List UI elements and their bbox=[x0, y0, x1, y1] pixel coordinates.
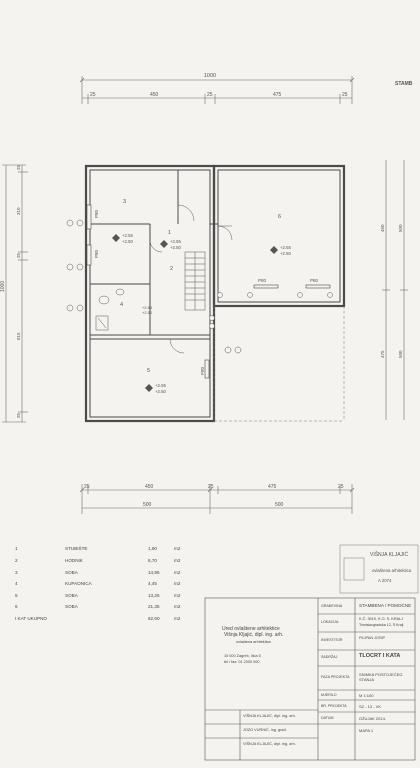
room-number-1: 1 bbox=[168, 230, 171, 236]
dim-right-b: 500 bbox=[398, 224, 403, 232]
office-name: Ured ovlaštene arhitektice bbox=[222, 626, 280, 632]
label-faza: FAZA PROJEKTA bbox=[321, 675, 350, 679]
dim-left-d: 615 bbox=[16, 332, 21, 340]
room-number-4: 4 bbox=[120, 302, 123, 308]
dim-bottom-c: 25 bbox=[208, 484, 214, 490]
svg-text:+2.50: +2.50 bbox=[142, 310, 153, 315]
dimension-lines-right bbox=[382, 160, 408, 420]
window-label-3: P80 bbox=[258, 278, 267, 283]
table-row: 3 SOBA 14,95 m2 bbox=[15, 570, 181, 575]
dimension-lines-left bbox=[2, 164, 28, 423]
signer-3: VIŠNJA KLJAJIĆ, dipl. ing. arh. bbox=[243, 742, 296, 746]
stamp-name: VIŠNJA KLJAJIĆ bbox=[370, 551, 408, 558]
total-row: I KAT UKUPNO 62,60 m2 bbox=[15, 616, 181, 621]
svg-text:+2.50: +2.50 bbox=[155, 389, 166, 394]
dim-bottom-e: 25 bbox=[338, 484, 344, 490]
inner-walls bbox=[89, 169, 341, 418]
value-investor-addr: Tomislavgradska 12, S.Kralj bbox=[359, 623, 404, 627]
dim-top-c: 25 bbox=[207, 92, 213, 98]
svg-text:+2.50: +2.50 bbox=[122, 239, 133, 244]
svg-text:+2.55: +2.55 bbox=[280, 245, 291, 250]
room-number-3: 3 bbox=[123, 199, 126, 205]
svg-text:+2.55: +2.55 bbox=[122, 233, 133, 238]
architect-role: ovlaštena arhitektica bbox=[236, 640, 271, 644]
wall-markers bbox=[66, 219, 333, 354]
svg-text:+2.50: +2.50 bbox=[280, 251, 291, 256]
room-number-5: 5 bbox=[147, 368, 150, 374]
window-label-4: P80 bbox=[310, 278, 319, 283]
dim-left-c: 25 bbox=[16, 252, 21, 258]
dim-right-d: 500 bbox=[398, 350, 403, 358]
value-sadrzaj: TLOCRT I KATA bbox=[359, 653, 401, 659]
svg-text:+2.55: +2.55 bbox=[142, 305, 153, 310]
dim-left-total: 1000 bbox=[0, 281, 6, 292]
staircase bbox=[184, 251, 206, 311]
room-number-6: 6 bbox=[278, 214, 281, 220]
dim-top-total: 1000 bbox=[204, 73, 216, 79]
stamp-no: A 2074 bbox=[378, 578, 392, 583]
svg-text:+2.50: +2.50 bbox=[170, 245, 181, 250]
dim-top-e: 25 bbox=[342, 92, 348, 98]
bathroom-fixtures bbox=[95, 288, 125, 331]
stamp bbox=[339, 544, 419, 594]
table-row: 2 HODNIK 6,70 m2 bbox=[15, 558, 181, 563]
top-right-label: STAMB bbox=[395, 81, 413, 87]
label-sadrzaj: SADRŽAJ bbox=[321, 655, 338, 659]
label-gradevina: GRAĐEVINA bbox=[321, 604, 343, 608]
label-investitor: INVESTITOR bbox=[321, 638, 343, 642]
dim-bottom-a: 25 bbox=[84, 484, 90, 490]
outer-walls bbox=[84, 164, 346, 423]
signer-2: JOZO VURNIĆ, ing. građ. bbox=[243, 728, 287, 732]
door-swings bbox=[149, 204, 233, 354]
dim-left-e: 25 bbox=[16, 412, 21, 418]
dashed-outline bbox=[213, 306, 345, 422]
label-br-projekta: BR. PROJEKTA bbox=[321, 704, 347, 708]
dim-bottom-f: 500 bbox=[143, 502, 152, 508]
window-label-5: P80 bbox=[200, 366, 205, 375]
office-phone: tel / fax: 01 2000 000 bbox=[224, 660, 260, 664]
label-datum: DATUM bbox=[321, 716, 334, 720]
dim-bottom-g: 500 bbox=[275, 502, 284, 508]
table-row: 6 SOBA 21,35 m2 bbox=[15, 604, 181, 609]
dim-right-a: 450 bbox=[380, 224, 385, 232]
dim-top-d: 475 bbox=[273, 92, 282, 98]
table-row: 1 STUBIŠTE 1,90 m2 bbox=[15, 546, 181, 551]
value-lokacija: K.Č. 3519, K.O. S. KRALJ bbox=[359, 617, 404, 621]
dim-right-c: 475 bbox=[380, 350, 385, 358]
dimension-lines-top bbox=[79, 76, 355, 104]
architect-name: Višnja Kljajić, dipl. ing. arh. bbox=[224, 632, 284, 638]
map-number: MAPA 1 bbox=[359, 728, 374, 733]
dim-bottom-d: 475 bbox=[268, 484, 277, 490]
svg-text:+2.55: +2.55 bbox=[155, 383, 166, 388]
dim-left-b: 310 bbox=[16, 207, 21, 215]
table-row: 5 SOBA 13,25 m2 bbox=[15, 593, 181, 598]
height-markers: +2.55 +2.50 +2.55 +2.50 +2.55 +2.50 +2.5… bbox=[112, 233, 291, 394]
dimension-lines-bottom bbox=[79, 484, 355, 514]
stamp-sub: ovlaštena arhitektica bbox=[372, 568, 412, 573]
dim-top-a: 25 bbox=[90, 92, 96, 98]
room-number-2: 2 bbox=[170, 266, 173, 272]
dim-bottom-b: 450 bbox=[145, 484, 154, 490]
value-br-projekta: SZ - 13 - VK bbox=[359, 704, 382, 709]
dim-top-b: 450 bbox=[150, 92, 159, 98]
value-mjerilo: M 1:100 bbox=[359, 693, 374, 698]
value-investitor: FILIPAN JOSIP bbox=[359, 636, 386, 640]
value-faza: SNIMKA POSTOJEĆEG STANJA bbox=[359, 672, 403, 683]
label-mjerilo: MJERILO bbox=[321, 693, 337, 697]
value-datum: OŽUJAK 2014. bbox=[359, 716, 386, 721]
label-lokacija: LOKACIJA bbox=[321, 620, 339, 624]
svg-text:+2.55: +2.55 bbox=[170, 239, 181, 244]
signer-1: VIŠNJA KLJAJIĆ, dipl. ing. arh. bbox=[243, 714, 296, 718]
table-row: 4 KUPAONICA 4,45 m2 bbox=[15, 581, 181, 586]
value-gradevina: STAMBENA / POMOĆNE bbox=[359, 603, 412, 608]
title-block-frame bbox=[204, 597, 416, 761]
windows bbox=[86, 204, 331, 379]
window-label-2: P80 bbox=[94, 249, 99, 258]
window-label-1: P80 bbox=[94, 209, 99, 218]
dim-left-a: 25 bbox=[16, 164, 21, 170]
office-address: 10 000 Zagreb, Ilica 5 bbox=[224, 654, 261, 658]
